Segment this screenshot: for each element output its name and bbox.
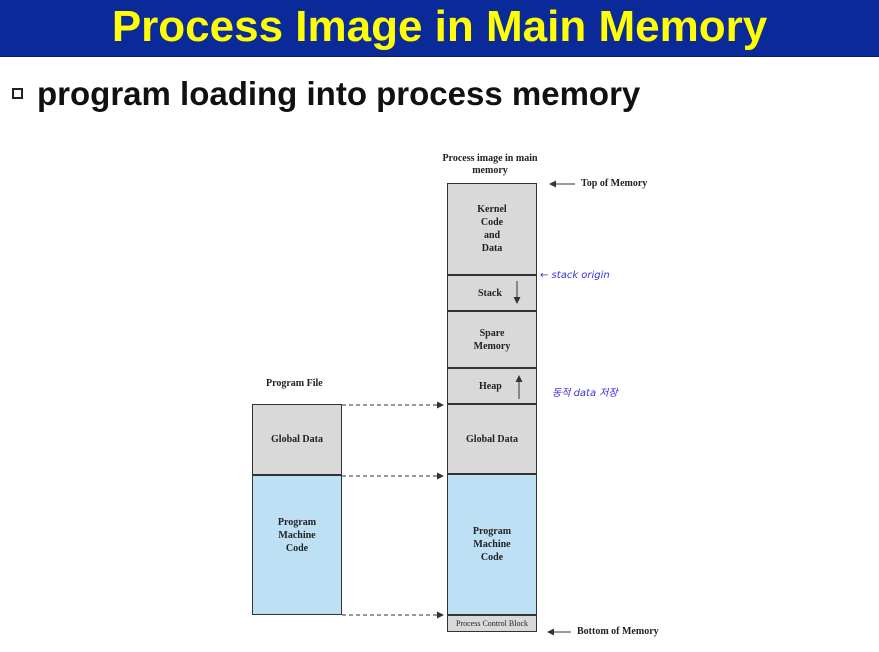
slide-subtitle: program loading into process memory: [37, 75, 641, 112]
title-bar: Process Image in Main Memory: [0, 0, 879, 57]
program-file-caption: Program File: [266, 378, 323, 389]
top-of-memory-label: Top of Memory: [581, 178, 648, 189]
stack-block: Stack: [447, 275, 537, 311]
file-global-data-block: Global Data: [252, 404, 342, 475]
heap-block: Heap: [447, 368, 537, 404]
square-bullet-icon: [12, 88, 23, 99]
heap-note: 동적 data 저장: [552, 388, 618, 399]
memory-caption: Process image in main memory: [442, 153, 538, 176]
spare-memory-block: Spare Memory: [447, 311, 537, 368]
kernel-block: Kernel Code and Data: [447, 183, 537, 275]
bottom-of-memory-label: Bottom of Memory: [577, 626, 659, 637]
process-control-block: Process Control Block: [447, 615, 537, 632]
slide-title: Process Image in Main Memory: [111, 2, 768, 51]
file-machine-code-block: Program Machine Code: [252, 475, 342, 615]
memory-global-data-block: Global Data: [447, 404, 537, 474]
memory-machine-code-block: Program Machine Code: [447, 474, 537, 615]
stack-origin-note: ← stack origin: [540, 270, 610, 281]
